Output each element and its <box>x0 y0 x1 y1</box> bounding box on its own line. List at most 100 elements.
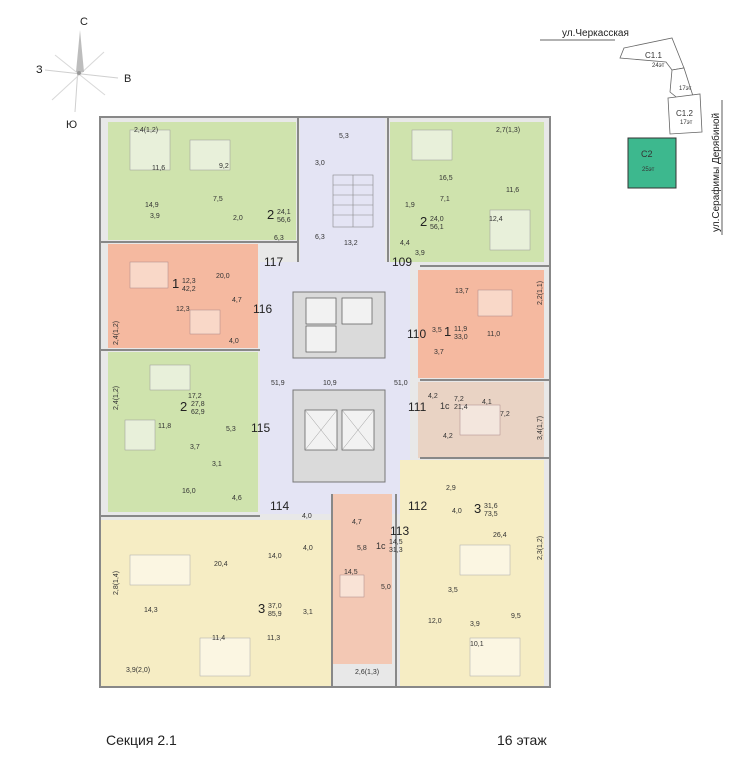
area: 16,5 <box>439 175 453 182</box>
total-area: 31,3 <box>389 547 403 554</box>
area: 5,8 <box>357 545 367 552</box>
area: 20,4 <box>214 561 228 568</box>
area: 4,1 <box>482 399 492 406</box>
flat-117-badge: 117 2 24,1 56,6 <box>264 207 291 269</box>
walls <box>99 116 551 688</box>
apartment-109[interactable] <box>390 122 544 262</box>
area: 3,4(1,7) <box>537 416 544 440</box>
area: 3,5 <box>448 587 458 594</box>
total-area: 85,9 <box>268 611 282 618</box>
rooms-count: 1 <box>172 276 179 291</box>
living-area: 14,5 <box>389 539 403 546</box>
flat-112-badge: 112 3 31,6 73,5 <box>408 499 498 518</box>
living-area: 27,8 <box>191 401 205 408</box>
area: 3,1 <box>212 461 222 468</box>
bmid-floors: 17эт <box>679 86 692 92</box>
street-top-label: ул.Черкасская <box>562 28 629 39</box>
apartment-117[interactable] <box>108 122 296 240</box>
area: 2,4(1,2) <box>113 321 120 345</box>
room-areas: 2,4(1,2) 11,6 9,2 14,9 7,5 3,9 2,0 6,3 2… <box>113 127 544 676</box>
area: 51,9 <box>271 380 285 387</box>
compass-north: С <box>80 16 88 28</box>
area: 1,9 <box>405 202 415 209</box>
apartment-114[interactable] <box>100 520 332 686</box>
area: 2,6(1,3) <box>355 669 379 676</box>
area: 12,4 <box>489 216 503 223</box>
total-area: 33,0 <box>454 334 468 341</box>
compass-west: З <box>36 64 43 76</box>
area: 11,0 <box>487 331 500 338</box>
staircase-icon <box>332 174 374 228</box>
flat-115-badge: 115 2 27,8 62,9 <box>180 399 270 435</box>
area: 14,5 <box>344 569 358 576</box>
street-right-label: ул.Серафимы Дерябиной <box>710 113 722 232</box>
area: 11,8 <box>158 423 171 430</box>
area: 5,0 <box>381 584 391 591</box>
area: 3,9 <box>470 621 480 628</box>
stair-hall <box>300 117 385 262</box>
rooms-count: 3 <box>474 501 481 516</box>
area: 2,4(1,2) <box>113 386 120 410</box>
flat-number: 117 <box>264 255 283 269</box>
apartment-110[interactable] <box>418 270 544 378</box>
area: 3,5 <box>432 327 442 334</box>
building-c1-2 <box>667 93 703 135</box>
apartment-111[interactable] <box>418 382 544 458</box>
area: 4,0 <box>302 513 312 520</box>
compass-south: Ю <box>66 119 77 131</box>
b2-floors: 17эт <box>680 120 693 126</box>
area: 13,7 <box>455 288 469 295</box>
area: 4,0 <box>303 545 313 552</box>
area: 16,0 <box>182 488 196 495</box>
area: 3,7 <box>190 444 200 451</box>
area: 5,3 <box>226 426 236 433</box>
rooms-count: 3 <box>258 601 265 616</box>
area: 6,3 <box>274 235 284 242</box>
living-area: 37,0 <box>268 603 282 610</box>
area: 12,3 <box>176 306 190 313</box>
floor-label: 16 этаж <box>497 732 547 748</box>
flat-111-badge: 111 1с 7,2 21,4 <box>408 396 468 414</box>
apartment-112[interactable] <box>400 460 544 686</box>
flat-number: 110 <box>407 327 426 341</box>
total-area: 73,5 <box>484 511 498 518</box>
area: 14,9 <box>145 202 159 209</box>
total-area: 21,4 <box>454 404 468 411</box>
apartment-115[interactable] <box>108 352 258 512</box>
site-plan: ул.Черкасская С1.1 24эт 17эт С1.2 17эт С… <box>540 28 723 235</box>
flat-number: 115 <box>251 421 270 435</box>
area: 17,2 <box>188 393 202 400</box>
area: 4,7 <box>352 519 362 526</box>
area: 20,0 <box>216 273 230 280</box>
area: 3,1 <box>303 609 313 616</box>
b1-name: С1.1 <box>645 51 662 60</box>
area: 2,9 <box>446 485 456 492</box>
flat-number: 109 <box>392 255 412 269</box>
rooms-count: 2 <box>267 207 274 222</box>
area: 4,2 <box>443 433 453 440</box>
area: 2,8(1,4) <box>113 571 120 595</box>
area: 2,7(1,3) <box>496 127 520 134</box>
area: 11,6 <box>506 187 519 194</box>
area: 4,4 <box>400 240 410 247</box>
apartment-113[interactable] <box>332 494 392 664</box>
rooms-count: 1с <box>440 401 450 411</box>
area: 4,6 <box>232 495 242 502</box>
area: 10,1 <box>470 641 484 648</box>
flat-number: 111 <box>408 400 427 414</box>
c2-floors: 25эт <box>642 167 655 173</box>
rooms-count: 1с <box>376 541 386 551</box>
compass-rose-icon <box>44 30 119 113</box>
total-area: 56,6 <box>277 217 291 224</box>
area: 2,2(1,1) <box>537 281 544 305</box>
flat-116-badge: 116 1 12,3 42,2 <box>172 276 272 316</box>
area: 13,2 <box>344 240 358 247</box>
apartment-116[interactable] <box>108 244 258 348</box>
flat-number: 113 <box>390 524 409 538</box>
area: 7,5 <box>213 196 223 203</box>
flat-113-badge: 113 1с 14,5 31,3 <box>376 524 409 554</box>
flat-109-badge: 109 2 24,0 56,1 <box>392 214 444 269</box>
flat-number: 112 <box>408 499 427 513</box>
area: 5,3 <box>339 133 349 140</box>
